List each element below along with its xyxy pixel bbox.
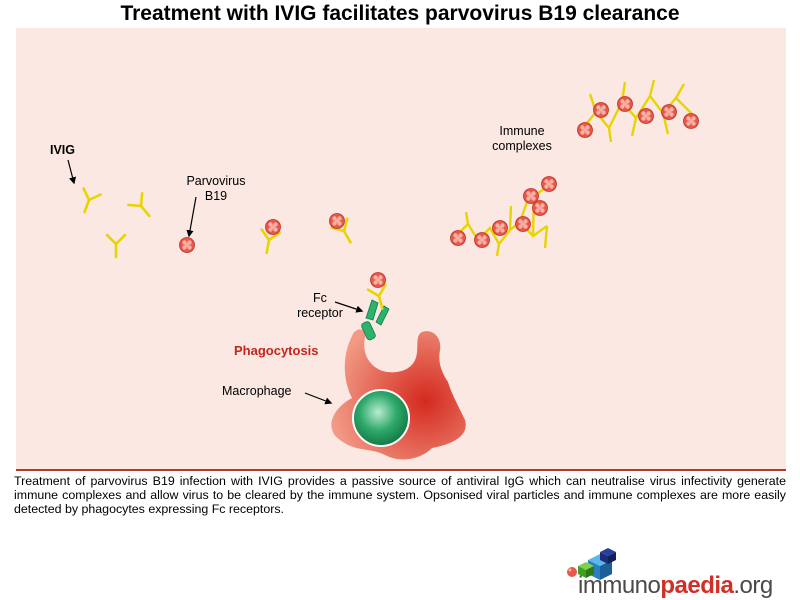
- logo-wordmark: immunopaedia.org: [578, 572, 773, 600]
- phagocytosis-label: Phagocytosis: [234, 343, 319, 358]
- logo-part-org: .org: [733, 572, 773, 599]
- ivig-antibody: [74, 187, 102, 217]
- figure-caption: Treatment of parvovirus B19 infection wi…: [14, 474, 786, 516]
- receptor-bound-virus: [370, 272, 386, 288]
- fc-receptor: [361, 299, 390, 341]
- fc-receptor-arrow: [334, 301, 364, 313]
- macrophage-label: Macrophage: [222, 384, 292, 398]
- logo-part-immuno: immuno: [578, 572, 661, 599]
- opsonised-virus: [329, 213, 345, 229]
- logo-part-paedia: paedia: [660, 572, 734, 599]
- immune-complex: [577, 79, 699, 143]
- ivig-antibody: [105, 233, 127, 259]
- ivig-antibody: [127, 192, 158, 224]
- parvovirus-label: Parvovirus B19: [176, 174, 256, 204]
- fc-receptor-label-line1: Fc: [313, 291, 327, 305]
- immune-complexes-label-line2: complexes: [492, 139, 552, 153]
- fc-receptor-label-line2: receptor: [297, 306, 343, 320]
- ivig-label: IVIG: [50, 143, 76, 157]
- parvovirus-particle: [179, 237, 195, 253]
- macrophage-nucleus: [352, 389, 410, 447]
- parvovirus-label-line2: B19: [204, 189, 228, 203]
- diagram-canvas: [67, 79, 699, 460]
- immunopaedia-logo: [567, 548, 616, 580]
- immune-complexes-label-line1: Immune: [499, 124, 545, 138]
- parvovirus-arrow: [186, 196, 197, 238]
- page-title: Treatment with IVIG facilitates parvovir…: [120, 2, 680, 25]
- opsonised-virus: [265, 219, 281, 235]
- immune-complexes-label: Immune complexes: [472, 124, 572, 154]
- macrophage-arrow: [304, 392, 333, 405]
- immune-complex: [450, 176, 557, 257]
- ivig-arrow: [67, 159, 77, 185]
- logo-cubes-icon: [567, 548, 616, 580]
- parvovirus-label-line1: Parvovirus: [186, 174, 246, 188]
- fc-receptor-label: Fc receptor: [287, 291, 353, 321]
